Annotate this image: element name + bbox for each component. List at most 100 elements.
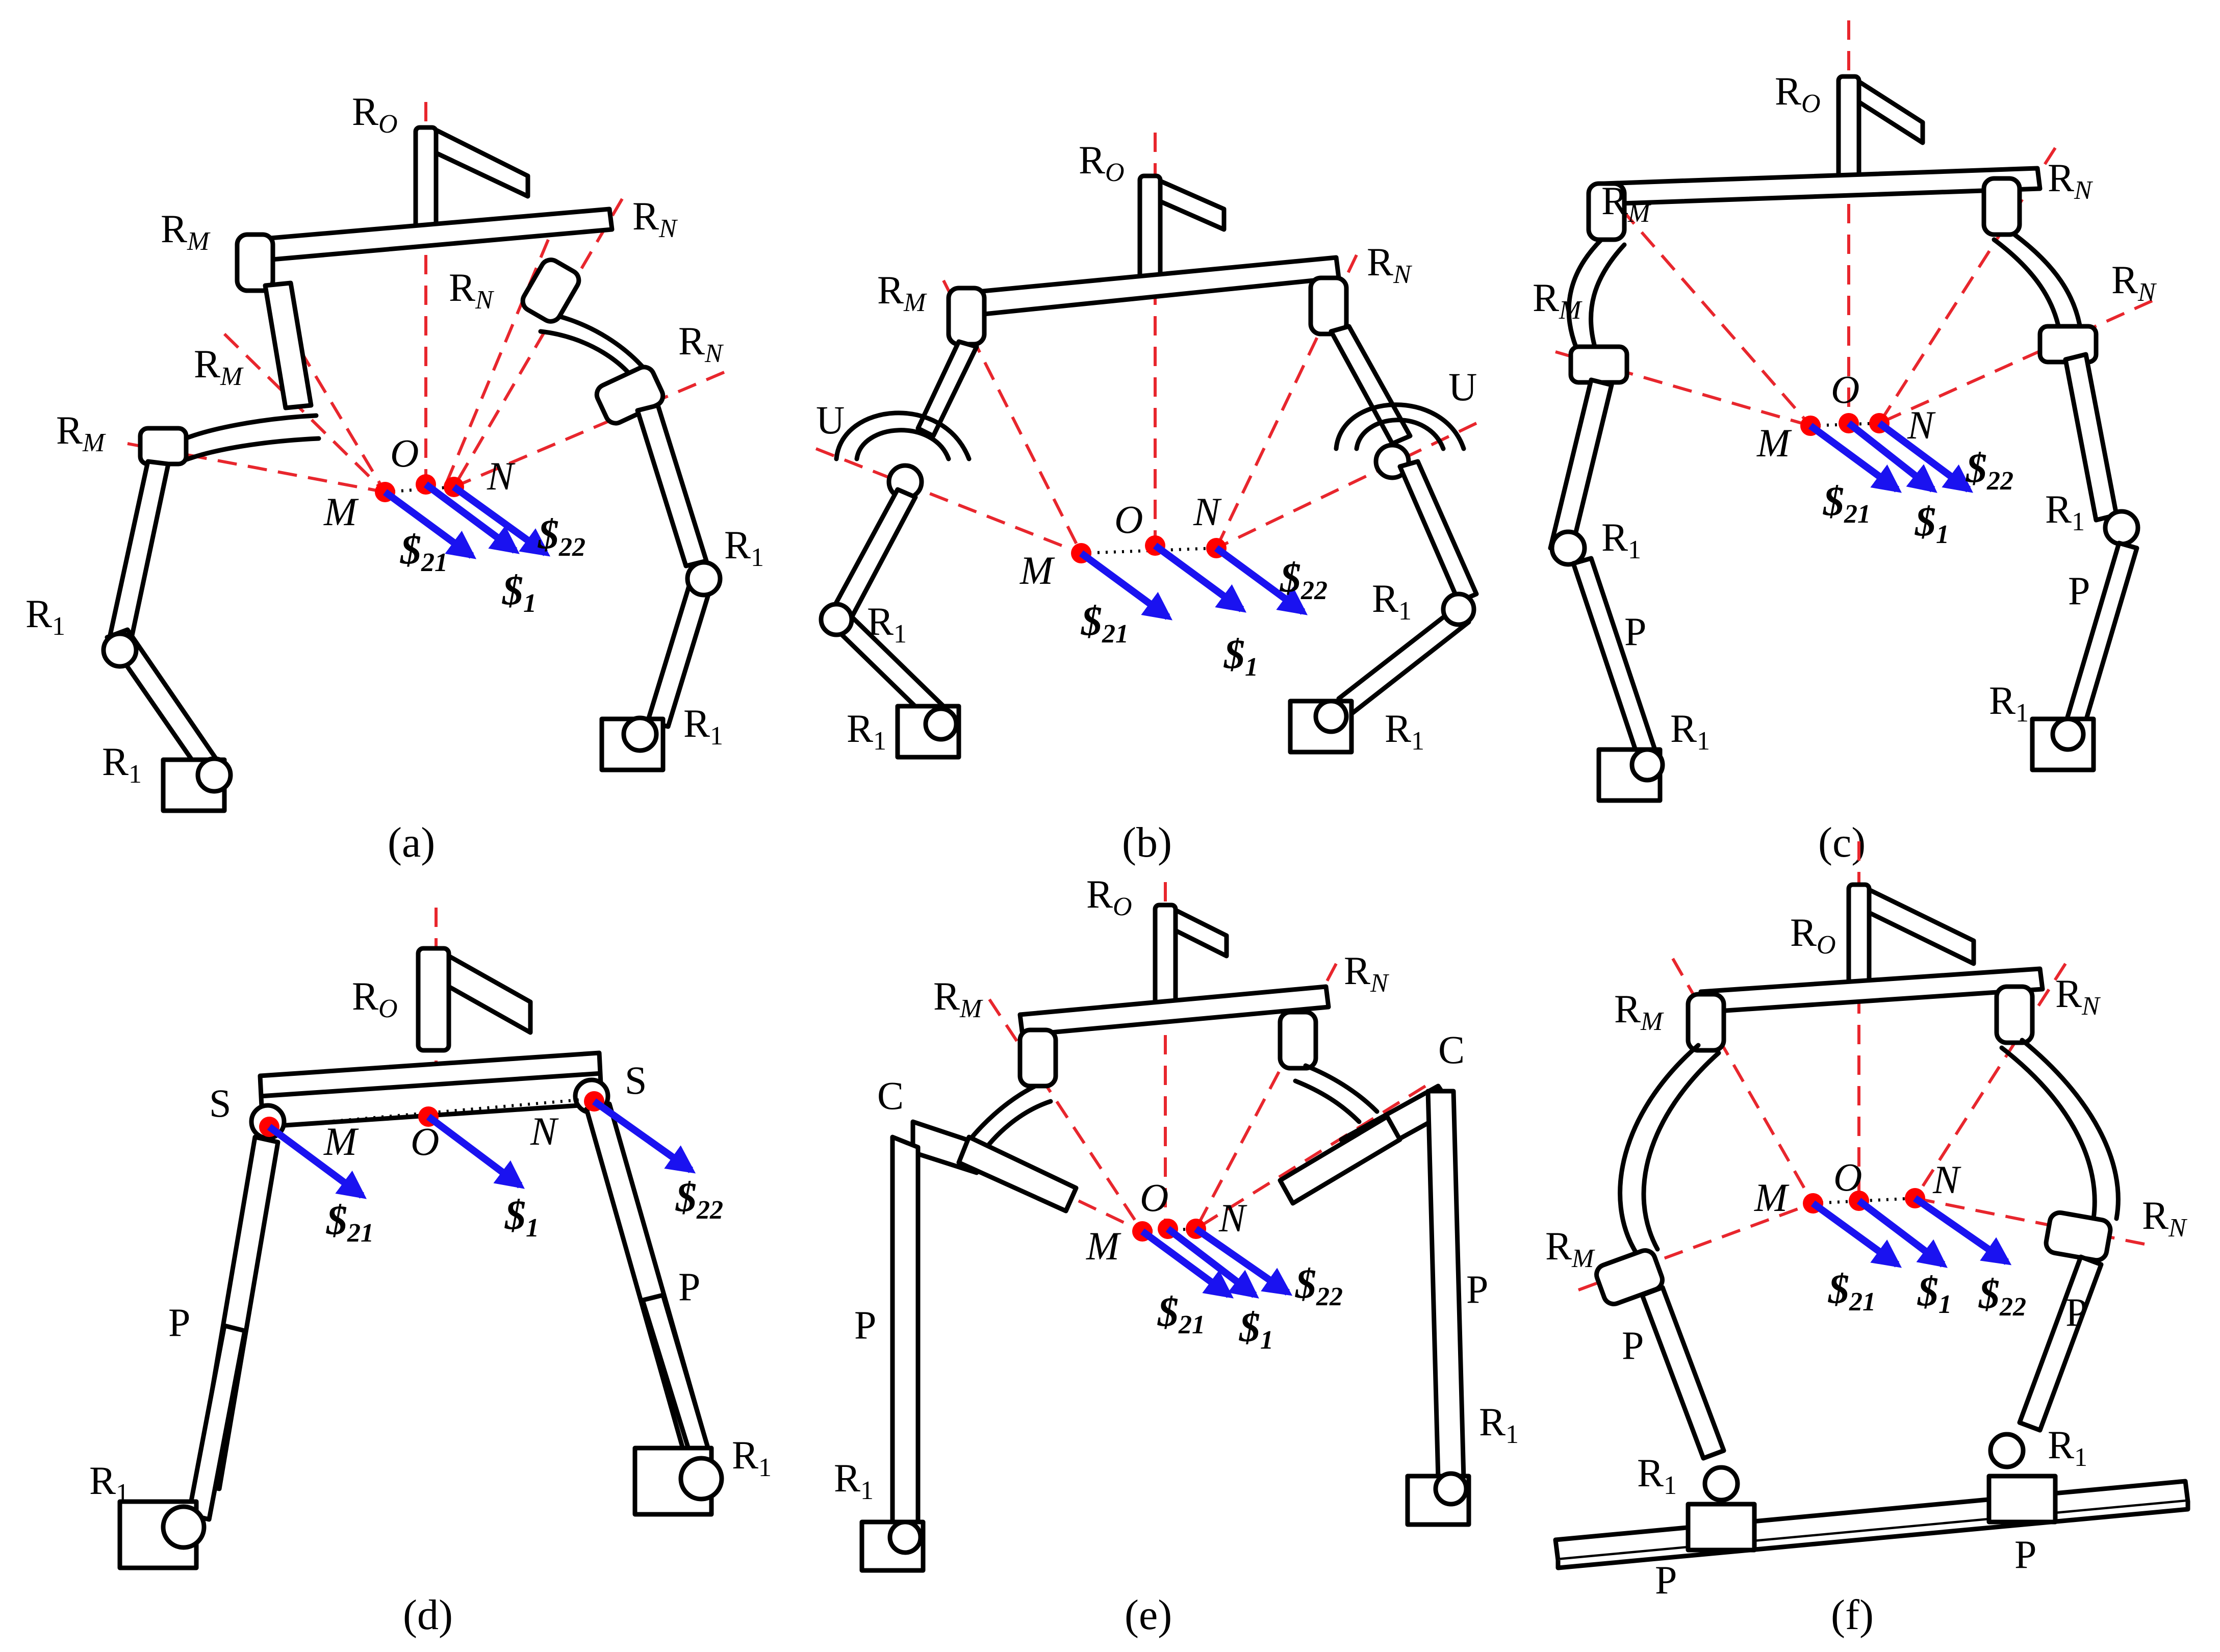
- panel-b: RO RM RN U U R1 R1 R1 R1 M O N $21 $1 $2…: [815, 133, 1479, 866]
- svg-text:$1: $1: [1917, 1268, 1952, 1319]
- svg-text:R1: R1: [732, 1433, 772, 1482]
- svg-text:R1: R1: [1479, 1400, 1519, 1449]
- svg-text:$21: $21: [1157, 1288, 1205, 1339]
- panel-f: RO RM RN RM RN M O N $21 $1 $22 P P R1 R…: [1545, 841, 2190, 1639]
- svg-text:P: P: [1624, 609, 1646, 654]
- svg-text:R1: R1: [25, 591, 65, 641]
- svg-text:U: U: [816, 398, 845, 442]
- svg-text:M: M: [1019, 548, 1055, 592]
- svg-text:RM: RM: [877, 268, 927, 317]
- caption-f: (f): [1831, 1591, 1874, 1639]
- panel-a: RO RM RN RN RN RM RM R1 R1 R1 R1 M O N $…: [25, 89, 764, 866]
- svg-text:R1: R1: [89, 1458, 129, 1508]
- svg-text:P: P: [2014, 1532, 2036, 1577]
- svg-text:N: N: [1907, 403, 1936, 447]
- svg-text:P: P: [1622, 1323, 1644, 1367]
- panel-e: RO RM RN C C M O N $21 $1 $22 P P R1 R1 …: [834, 872, 1519, 1639]
- svg-text:$21: $21: [1823, 478, 1871, 529]
- svg-text:R1: R1: [2048, 1423, 2087, 1472]
- svg-text:S: S: [625, 1058, 647, 1102]
- svg-text:O: O: [390, 431, 419, 475]
- svg-text:$22: $22: [1978, 1271, 2026, 1322]
- svg-text:M: M: [1756, 421, 1792, 465]
- svg-text:O: O: [1831, 367, 1859, 411]
- svg-text:P: P: [678, 1264, 700, 1309]
- caption-e: (e): [1125, 1591, 1172, 1639]
- svg-text:M: M: [323, 489, 359, 534]
- svg-text:O: O: [1140, 1175, 1168, 1220]
- svg-text:R1: R1: [834, 1456, 874, 1505]
- svg-text:R1: R1: [2045, 487, 2085, 536]
- svg-text:$21: $21: [1828, 1266, 1876, 1317]
- svg-text:$22: $22: [1966, 445, 2013, 496]
- panel-c: RO RM RN RM RN R1 R1 P P R1 R1 M O N $21…: [1533, 20, 2157, 866]
- svg-text:RO: RO: [1079, 138, 1125, 187]
- svg-text:RO: RO: [352, 974, 398, 1023]
- svg-text:RN: RN: [1367, 240, 1413, 289]
- svg-text:RN: RN: [449, 265, 495, 315]
- svg-text:P: P: [168, 1300, 190, 1345]
- svg-text:RM: RM: [1545, 1224, 1595, 1273]
- svg-text:RO: RO: [1775, 69, 1821, 118]
- svg-text:RM: RM: [1533, 275, 1583, 325]
- svg-text:RN: RN: [1344, 948, 1390, 998]
- svg-text:R1: R1: [102, 739, 142, 789]
- svg-text:$1: $1: [502, 567, 537, 618]
- svg-text:R1: R1: [1601, 515, 1641, 564]
- svg-text:R1: R1: [1670, 706, 1710, 756]
- svg-text:RO: RO: [1086, 872, 1132, 921]
- svg-text:P: P: [2065, 1290, 2087, 1334]
- svg-text:$21: $21: [326, 1197, 374, 1248]
- svg-text:P: P: [2068, 569, 2090, 613]
- svg-text:C: C: [877, 1073, 904, 1118]
- svg-text:M: M: [323, 1119, 359, 1164]
- svg-text:RN: RN: [678, 319, 724, 368]
- svg-text:S: S: [209, 1081, 231, 1125]
- svg-text:N: N: [1193, 489, 1222, 534]
- svg-text:R1: R1: [724, 523, 764, 572]
- svg-text:$22: $22: [1295, 1260, 1343, 1311]
- svg-text:R1: R1: [867, 599, 907, 649]
- svg-text:N: N: [530, 1109, 559, 1153]
- svg-text:RM: RM: [933, 974, 983, 1023]
- svg-text:$21: $21: [1081, 598, 1129, 649]
- svg-text:P: P: [1655, 1558, 1677, 1602]
- svg-text:$21: $21: [400, 526, 448, 577]
- svg-text:RM: RM: [161, 206, 211, 256]
- svg-text:R1: R1: [1637, 1451, 1677, 1500]
- caption-a: (a): [388, 819, 435, 866]
- svg-text:R1: R1: [683, 701, 723, 751]
- svg-text:C: C: [1438, 1027, 1465, 1072]
- svg-text:$1: $1: [1915, 498, 1949, 549]
- svg-text:R1: R1: [1372, 576, 1412, 626]
- panel-d: RO S S M O N $21 $1 $22 P P R1 R1 (d): [89, 908, 772, 1639]
- svg-text:O: O: [1833, 1155, 1862, 1199]
- svg-text:RM: RM: [1614, 987, 1664, 1036]
- svg-text:$22: $22: [538, 511, 585, 562]
- svg-text:N: N: [1932, 1157, 1961, 1202]
- caption-d: (d): [403, 1591, 453, 1639]
- svg-text:O: O: [1114, 497, 1143, 541]
- svg-text:R1: R1: [1385, 706, 1424, 756]
- svg-text:P: P: [1466, 1267, 1488, 1311]
- svg-text:RN: RN: [2055, 971, 2101, 1021]
- svg-text:RN: RN: [632, 194, 678, 243]
- svg-text:RM: RM: [1601, 178, 1651, 228]
- svg-text:RN: RN: [2111, 257, 2157, 307]
- svg-text:$1: $1: [504, 1192, 539, 1243]
- svg-text:RO: RO: [1790, 910, 1836, 960]
- svg-text:M: M: [1086, 1224, 1121, 1268]
- svg-text:$22: $22: [675, 1174, 723, 1225]
- svg-text:RN: RN: [2048, 156, 2094, 205]
- svg-text:M: M: [1754, 1175, 1790, 1220]
- svg-text:$1: $1: [1223, 631, 1258, 682]
- svg-text:R1: R1: [847, 706, 886, 756]
- svg-text:R1: R1: [1989, 678, 2029, 728]
- svg-text:RM: RM: [194, 342, 244, 391]
- svg-text:N: N: [1218, 1196, 1247, 1240]
- caption-b: (b): [1122, 819, 1172, 866]
- svg-text:N: N: [487, 454, 516, 498]
- svg-text:RN: RN: [2142, 1193, 2188, 1243]
- svg-text:RO: RO: [352, 89, 398, 139]
